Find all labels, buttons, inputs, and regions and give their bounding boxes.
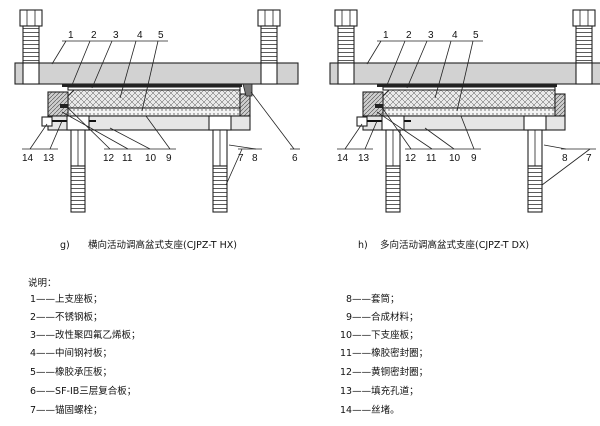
bearing-hx-drawing [14, 9, 299, 213]
callout-h-3: 3 [428, 30, 434, 41]
legend-item-14: 14——丝堵。 [340, 404, 400, 416]
callout-h-12: 12 [405, 153, 417, 164]
legend-item-2: 2——不锈钢板； [30, 311, 103, 323]
callout-g-13: 13 [43, 153, 55, 164]
callout-h-11: 11 [426, 153, 437, 164]
diagram-h: 1 2 3 4 5 14 13 12 11 10 9 8 7 h) 多向活动调高… [329, 9, 600, 251]
callout-g-5: 5 [158, 30, 164, 41]
caption-g-title: 横向活动调高盆式支座(CJPZ-T HX) [88, 239, 237, 251]
callout-g-6: 6 [292, 153, 298, 164]
callout-g-12: 12 [103, 153, 115, 164]
legend: 说明： 1——上支座板； 2——不锈钢板； 3——改性聚四氟乙烯板； 4——中间… [28, 277, 428, 416]
legend-title: 说明： [28, 277, 57, 289]
callout-h-5: 5 [473, 30, 479, 41]
legend-item-4: 4——中间钢衬板； [30, 347, 112, 359]
legend-item-7: 7——锚固螺栓； [30, 404, 103, 416]
legend-item-9: 9——合成材料； [346, 311, 419, 323]
callout-g-14: 14 [22, 153, 34, 164]
callout-g-11: 11 [122, 153, 133, 164]
callout-g-8: 8 [252, 153, 258, 164]
callout-h-2: 2 [406, 30, 412, 41]
legend-item-6: 6——SF-ⅠB三层复合板； [30, 385, 136, 397]
bearing-dx-drawing [329, 9, 600, 213]
side-guide-composite-plate [242, 83, 253, 97]
legend-item-3: 3——改性聚四氟乙烯板； [30, 329, 141, 341]
legend-item-5: 5——橡胶承压板； [30, 366, 112, 378]
legend-item-8: 8——套筒； [346, 293, 400, 305]
callout-h-14: 14 [337, 153, 349, 164]
caption-h-title: 多向活动调高盆式支座(CJPZ-T DX) [380, 239, 529, 251]
callout-g-1: 1 [68, 30, 74, 41]
callout-g-4: 4 [137, 30, 143, 41]
callout-h-9: 9 [471, 153, 477, 164]
callout-g-2: 2 [91, 30, 97, 41]
legend-item-11: 11——橡胶密封圈； [340, 347, 428, 359]
callout-g-7: 7 [238, 153, 244, 164]
legend-item-12: 12——黄铜密封圈； [340, 366, 428, 378]
callout-g-9: 9 [166, 153, 172, 164]
diagram-g: 1 2 3 4 5 14 13 12 11 10 9 7 8 6 g) 横向活动… [14, 9, 300, 251]
callout-h-10: 10 [449, 153, 461, 164]
caption-g-label: g) [60, 240, 70, 251]
caption-h-label: h) [358, 240, 368, 251]
callout-h-4: 4 [452, 30, 458, 41]
legend-item-10: 10——下支座板； [340, 329, 419, 341]
callout-h-7: 7 [586, 153, 592, 164]
callout-h-13: 13 [358, 153, 370, 164]
legend-item-13: 13——填充孔道； [340, 385, 419, 397]
legend-item-1: 1——上支座板； [30, 293, 103, 305]
callout-g-3: 3 [113, 30, 119, 41]
callout-g-10: 10 [145, 153, 157, 164]
callout-h-1: 1 [383, 30, 389, 41]
callout-h-8: 8 [562, 153, 568, 164]
